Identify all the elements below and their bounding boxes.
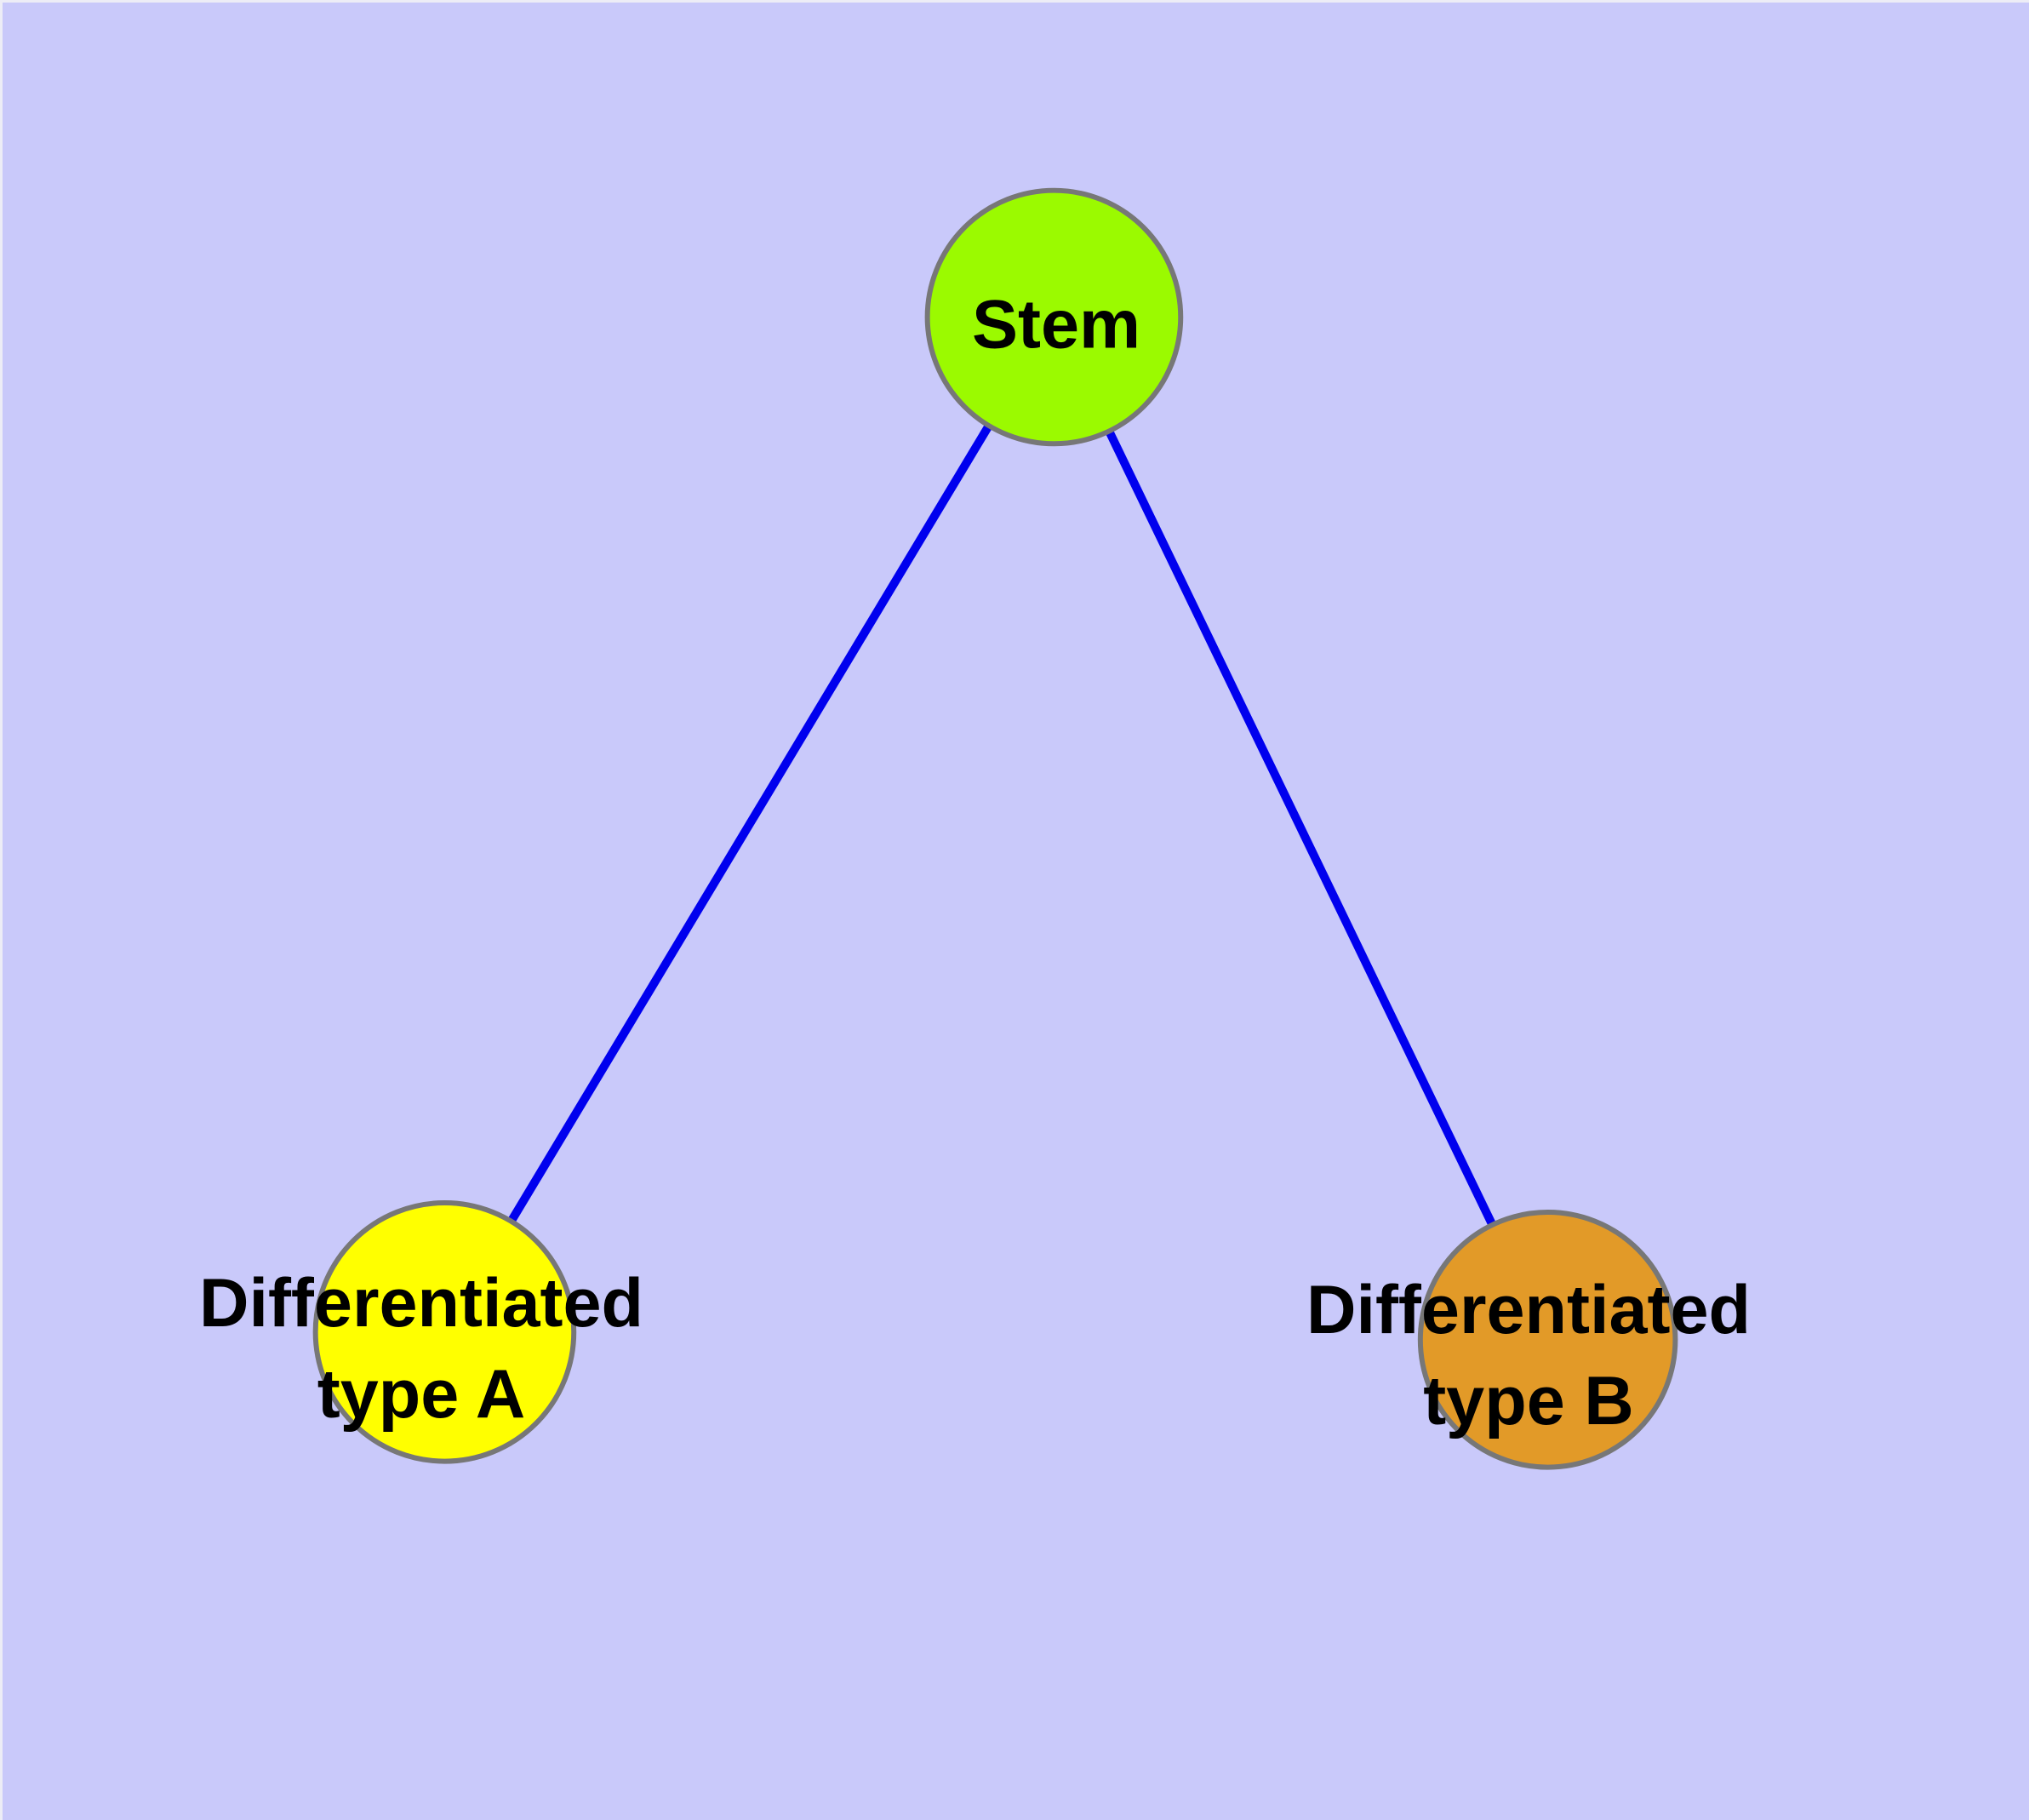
node-type-b-label: Differentiated type B	[1306, 1265, 1751, 1447]
diagram-canvas	[3, 3, 2029, 1820]
node-type-b-label-line1: Differentiated	[1306, 1272, 1752, 1348]
node-type-a-label: Differentiated type A	[199, 1258, 643, 1440]
edge-stem-to-type-b	[1049, 315, 1552, 1342]
node-type-a-label-line1: Differentiated	[198, 1265, 644, 1342]
node-type-b-circle	[1417, 1210, 1678, 1470]
node-type-a-circle	[312, 1200, 577, 1464]
node-type-a-label-line2: type A	[317, 1356, 526, 1433]
node-type-b-label-line2: type B	[1423, 1363, 1634, 1439]
node-stem-circle	[924, 187, 1184, 447]
node-stem-label-text: Stem	[971, 286, 1141, 363]
node-stem-label: Stem	[972, 280, 1140, 371]
edge-stem-to-type-a	[441, 314, 1058, 1335]
